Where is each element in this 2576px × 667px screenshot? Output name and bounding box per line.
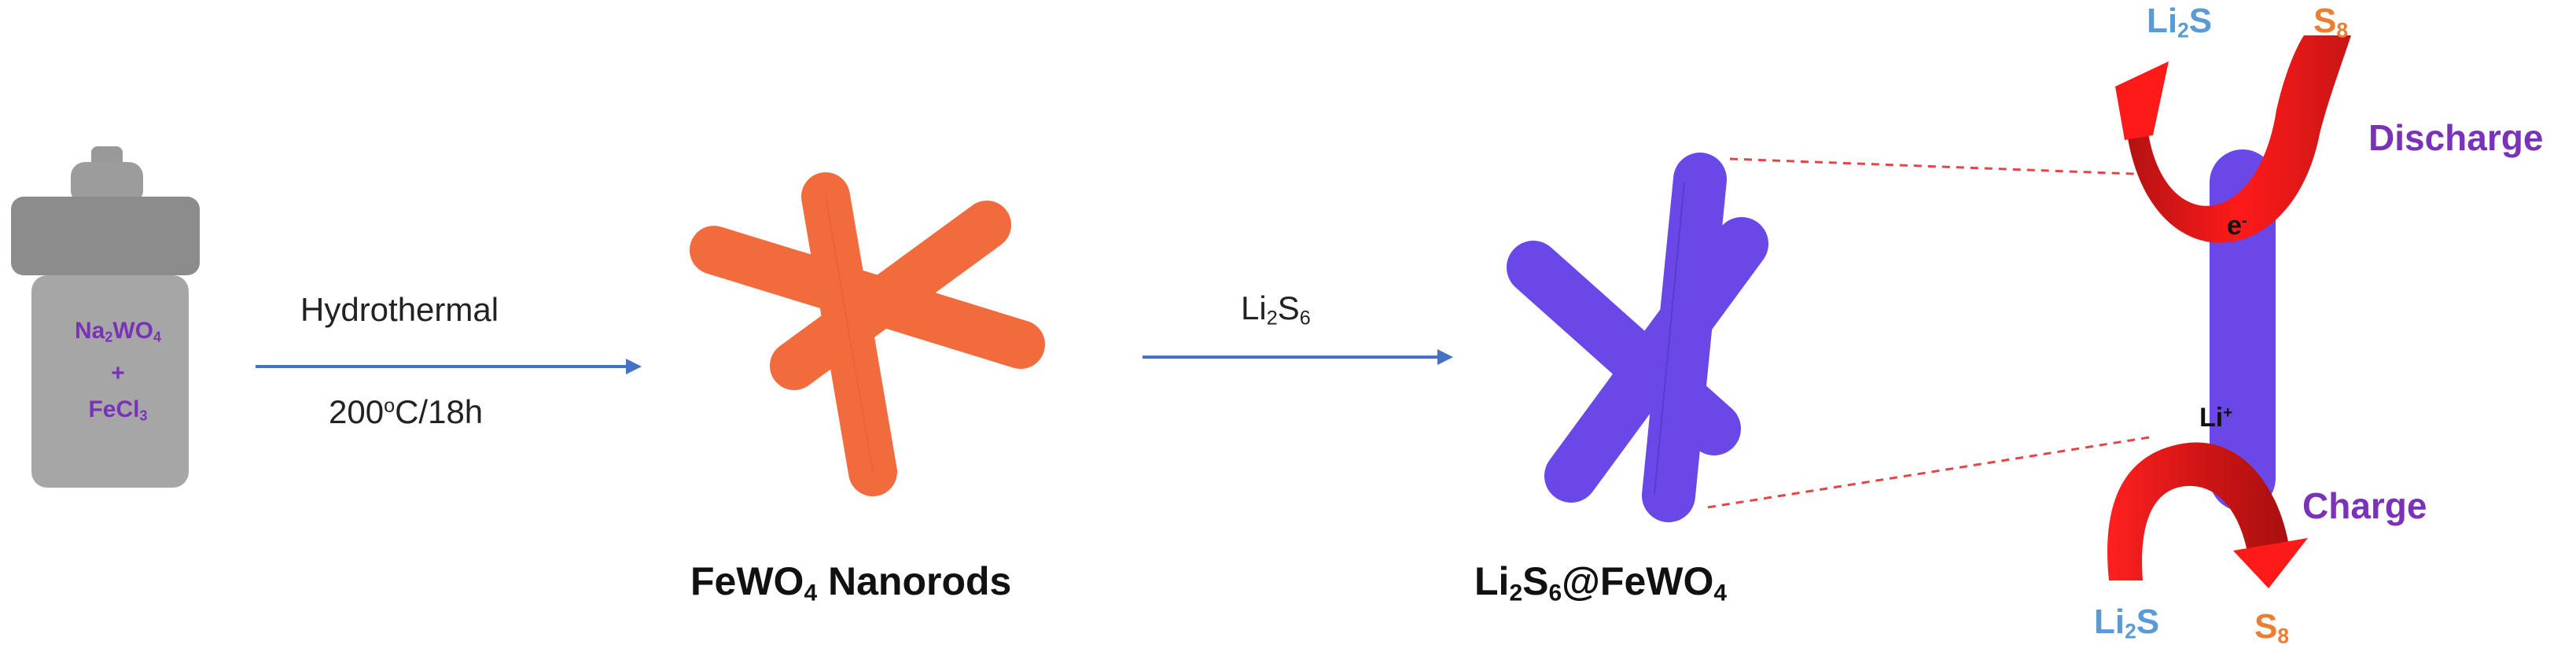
reactor-label-line3: FeCl3 — [88, 396, 148, 424]
charge-label: Charge — [2302, 485, 2427, 526]
reactor-label-line1: Na2WO4 — [74, 318, 162, 345]
li2s-top-label: Li2S — [2147, 2, 2213, 42]
zoom-dashed-lines — [1707, 157, 2155, 509]
reactor-label-line2: + — [111, 359, 125, 386]
autoclave-reactor — [11, 146, 200, 488]
discharge-curved-arrow — [2115, 35, 2351, 243]
li2s6-fewo4-rods — [1507, 153, 1768, 522]
fewo4-nanorods — [690, 172, 1045, 496]
temperature-time-label: 200oC/18h — [329, 393, 484, 430]
charge-curved-arrow — [2107, 442, 2308, 588]
li2s6-arrow — [1143, 349, 1453, 365]
li2s6-label: Li2S6 — [1241, 289, 1311, 330]
reactor-label: Na2WO4 + FeCl3 — [31, 313, 204, 433]
li2s-bottom-label: Li2S — [2094, 603, 2160, 643]
electron-label: e- — [2227, 211, 2247, 241]
fewo4-nanorods-caption: FeWO4 Nanorods — [690, 559, 1012, 606]
lithium-ion-label: Li+ — [2199, 403, 2233, 433]
s8-bottom-label: S8 — [2254, 607, 2290, 648]
hydrothermal-label: Hydrothermal — [300, 291, 499, 328]
hydrothermal-arrow — [256, 359, 642, 374]
discharge-label: Discharge — [2368, 117, 2544, 158]
li2s6-fewo4-caption: Li2S6@FeWO4 — [1474, 559, 1728, 606]
s8-top-label: S8 — [2313, 2, 2349, 42]
